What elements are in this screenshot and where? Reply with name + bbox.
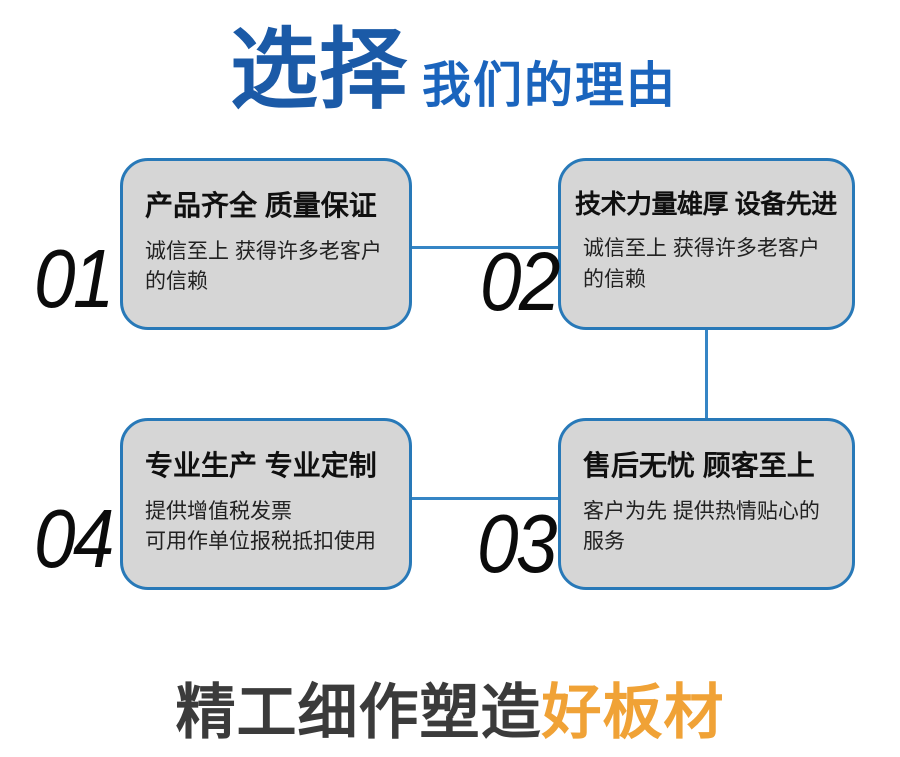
footer-slogan-dark: 精工细作塑造 (175, 679, 542, 746)
footer-slogan-accent: 好板材 (541, 679, 725, 746)
footer-slogan: 精工细作塑造好板材 (0, 680, 900, 746)
reason-card-03: 售后无忧 顾客至上 客户为先 提供热情贴心的 服务 (558, 418, 855, 590)
page-title-rest: 我们的理由 (422, 59, 678, 113)
card-title: 专业生产 专业定制 (145, 450, 377, 481)
card-number-02: 02 (480, 235, 560, 328)
card-title: 售后无忧 顾客至上 (583, 450, 815, 481)
connector-line-top (411, 246, 558, 249)
connector-line-vertical (705, 330, 708, 418)
card-number-03: 03 (477, 497, 557, 590)
card-body: 诚信至上 获得许多老客户 的信赖 (583, 237, 820, 291)
card-title: 技术力量雄厚 设备先进 (575, 189, 837, 219)
page-title-accent: 选择 (230, 20, 409, 119)
reason-card-04: 专业生产 专业定制 提供增值税发票 可用作单位报税抵扣使用 (120, 418, 412, 590)
card-body: 客户为先 提供热情贴心的 服务 (583, 499, 820, 554)
card-number-04: 04 (34, 492, 114, 585)
card-number-01: 01 (34, 232, 114, 325)
connector-line-bottom (411, 497, 558, 500)
card-body: 诚信至上 获得许多老客户 的信赖 (145, 239, 382, 294)
reason-card-01: 产品齐全 质量保证 诚信至上 获得许多老客户 的信赖 (120, 158, 412, 330)
card-body: 提供增值税发票 可用作单位报税抵扣使用 (145, 499, 376, 554)
card-title: 产品齐全 质量保证 (145, 190, 377, 221)
reason-card-02: 技术力量雄厚 设备先进 诚信至上 获得许多老客户 的信赖 (558, 158, 855, 330)
